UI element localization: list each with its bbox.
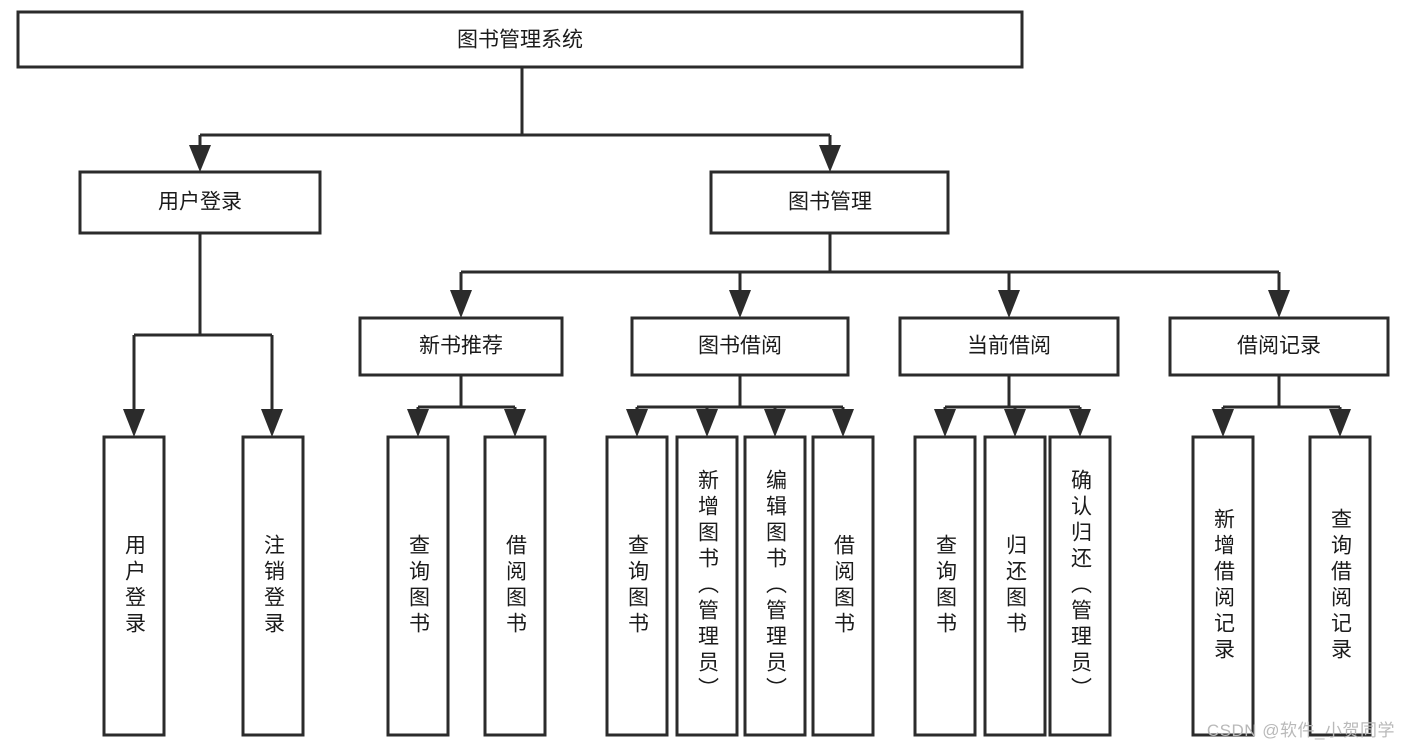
arrow-head-to-book-manage	[819, 145, 841, 172]
arrow-head-to-leaf-confirm-return	[1069, 409, 1091, 437]
node-book-manage[interactable]: 图书管理	[709, 170, 950, 235]
arrow-head-to-leaf-query-book-2	[626, 409, 648, 437]
node-current-borrow-label: 当前借阅	[967, 335, 1051, 358]
node-leaf-query-book-2-box[interactable]	[605, 435, 669, 737]
arrow-head-to-user-login	[189, 145, 211, 172]
node-root[interactable]: 图书管理系统	[16, 10, 1024, 69]
node-leaf-user-login[interactable]	[102, 435, 166, 737]
node-leaf-query-book-1[interactable]	[386, 435, 450, 737]
node-new-book-rec[interactable]: 新书推荐	[358, 316, 564, 377]
csdn-watermark: CSDN @软件_小贺同学	[1206, 721, 1395, 740]
arrow-head-to-leaf-return-book	[1004, 409, 1026, 437]
node-leaf-confirm-return-box[interactable]	[1048, 435, 1112, 737]
node-leaf-borrow-book-1[interactable]	[483, 435, 547, 737]
node-leaf-user-login-box[interactable]	[102, 435, 166, 737]
node-user-login[interactable]: 用户登录	[78, 170, 322, 235]
node-leaf-logout[interactable]	[241, 435, 305, 737]
node-leaf-add-book[interactable]	[675, 435, 739, 737]
node-leaf-edit-book-box[interactable]	[743, 435, 807, 737]
node-book-borrow-box[interactable]	[630, 316, 850, 377]
node-leaf-return-book-box[interactable]	[983, 435, 1047, 737]
arrow-head-to-leaf-query-book-1	[407, 409, 429, 437]
edges-layer	[123, 67, 1351, 437]
node-leaf-query-book-3-box[interactable]	[913, 435, 977, 737]
node-book-borrow[interactable]: 图书借阅	[630, 316, 850, 377]
node-leaf-query-record-box[interactable]	[1308, 435, 1372, 737]
node-leaf-borrow-book-1-box[interactable]	[483, 435, 547, 737]
node-leaf-add-record[interactable]	[1191, 435, 1255, 737]
node-current-borrow-box[interactable]	[898, 316, 1120, 377]
node-leaf-query-record[interactable]	[1308, 435, 1372, 737]
node-borrow-record-label: 借阅记录	[1237, 335, 1321, 358]
node-leaf-borrow-book-2-box[interactable]	[811, 435, 875, 737]
node-leaf-add-record-box[interactable]	[1191, 435, 1255, 737]
node-leaf-confirm-return[interactable]	[1048, 435, 1112, 737]
node-book-manage-label: 图书管理	[788, 191, 872, 214]
arrow-head-to-leaf-edit-book	[764, 409, 786, 437]
node-user-login-box[interactable]	[78, 170, 322, 235]
node-leaf-logout-box[interactable]	[241, 435, 305, 737]
arrow-head-to-leaf-add-book	[696, 409, 718, 437]
node-borrow-record-box[interactable]	[1168, 316, 1390, 377]
arrow-head-to-leaf-borrow-book-2	[832, 409, 854, 437]
node-new-book-rec-box[interactable]	[358, 316, 564, 377]
node-leaf-query-book-2[interactable]	[605, 435, 669, 737]
node-root-label: 图书管理系统	[457, 29, 583, 52]
node-borrow-record[interactable]: 借阅记录	[1168, 316, 1390, 377]
node-leaf-query-book-3[interactable]	[913, 435, 977, 737]
arrow-head-to-leaf-add-record	[1212, 409, 1234, 437]
node-current-borrow[interactable]: 当前借阅	[898, 316, 1120, 377]
node-leaf-add-book-box[interactable]	[675, 435, 739, 737]
node-root-box[interactable]	[16, 10, 1024, 69]
node-book-borrow-label: 图书借阅	[698, 335, 782, 358]
node-leaf-borrow-book-2[interactable]	[811, 435, 875, 737]
node-leaf-query-book-1-box[interactable]	[386, 435, 450, 737]
node-leaf-edit-book[interactable]	[743, 435, 807, 737]
arrow-head-to-leaf-query-record	[1329, 409, 1351, 437]
node-new-book-rec-label: 新书推荐	[419, 335, 503, 358]
arrow-head-to-new-book-rec	[450, 290, 472, 318]
arrow-head-to-leaf-borrow-book-1	[504, 409, 526, 437]
arrow-head-to-leaf-logout	[261, 409, 283, 437]
arrow-head-to-leaf-query-book-3	[934, 409, 956, 437]
node-leaf-return-book[interactable]	[983, 435, 1047, 737]
node-user-login-label: 用户登录	[158, 191, 242, 214]
arrow-head-to-book-borrow	[729, 290, 751, 318]
arrow-head-to-current-borrow	[998, 290, 1020, 318]
node-book-manage-box[interactable]	[709, 170, 950, 235]
arrow-head-to-leaf-user-login	[123, 409, 145, 437]
arrow-head-to-borrow-record	[1268, 290, 1290, 318]
